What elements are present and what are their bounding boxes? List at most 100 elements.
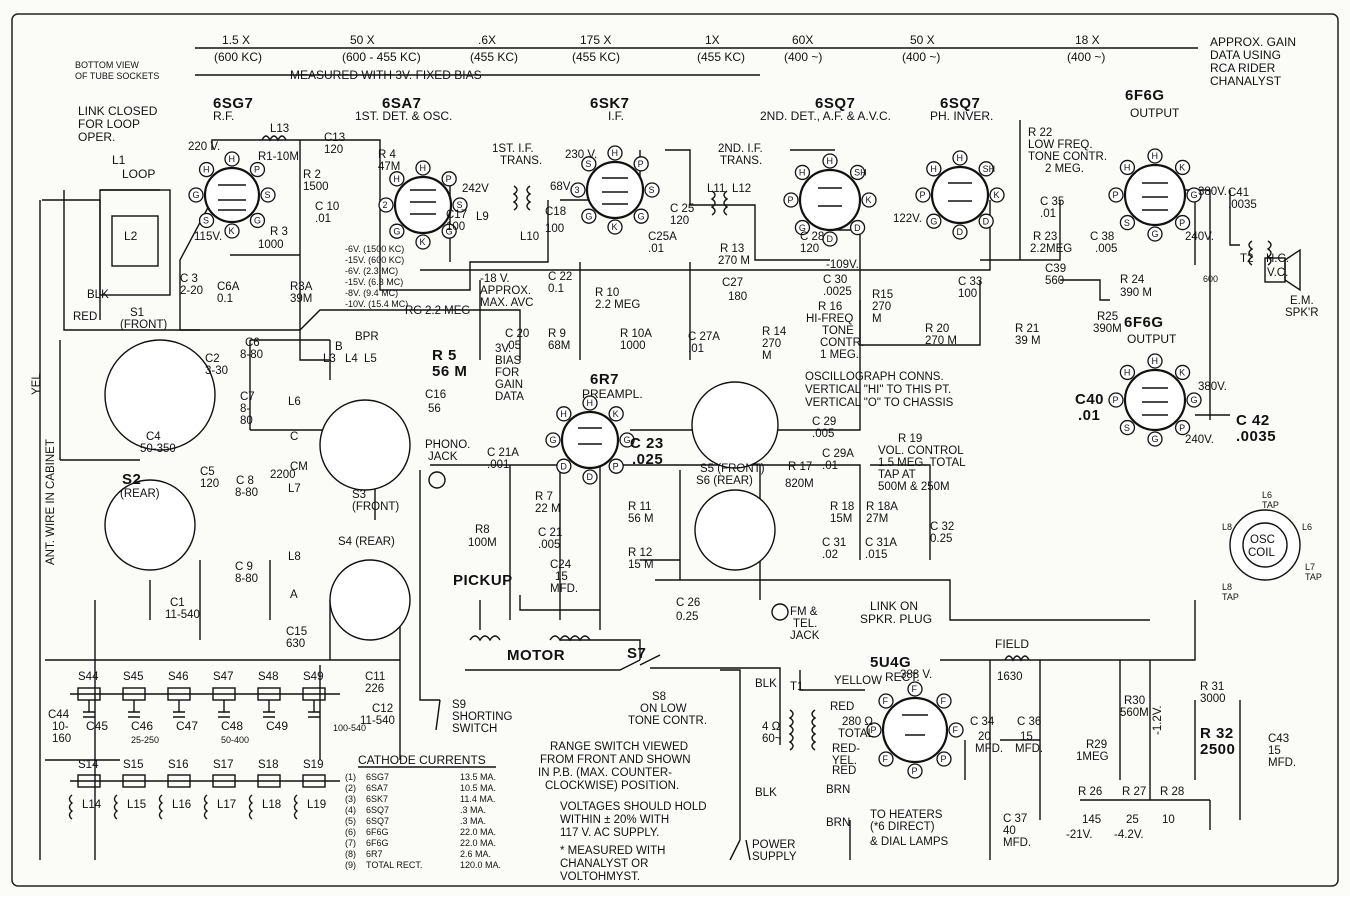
tube-pin (794, 164, 811, 181)
v240a-label: 240V. (1185, 231, 1214, 243)
r19-3: TAP AT (878, 469, 916, 481)
tube-pin (926, 161, 942, 177)
tube-6sq7-det (798, 168, 862, 232)
s9-label: S9 (452, 699, 466, 711)
gain-value: 18 X (1075, 33, 1100, 47)
r7-label: R 7 (535, 491, 553, 503)
tube-pin (415, 234, 431, 250)
r7-value: 22 M (535, 503, 561, 515)
red-label: RED (73, 311, 97, 323)
tube-role-5u4g: RECT. (885, 670, 920, 684)
loop-inner (111, 215, 159, 267)
cathode-row-value: 22.0 MA. (460, 827, 496, 837)
r9-value: 68M (548, 340, 570, 352)
c30-label: C 30 (823, 274, 847, 286)
gain-value: 50 X (910, 33, 935, 47)
c29a-label: C 29A (822, 448, 854, 460)
tube-pin (570, 182, 586, 198)
c6a-label: C6A (217, 281, 240, 293)
r29-label: R29 (1086, 739, 1107, 751)
tube-pin-label: P (1179, 423, 1185, 433)
tube-role-6f6g-1: OUTPUT (1130, 106, 1180, 120)
tube-pin-label: K (613, 409, 619, 419)
tube-pin (1174, 419, 1191, 436)
phono-jack (428, 471, 446, 489)
c44-value-2: 160 (52, 733, 71, 745)
c15-label: C15 (286, 626, 307, 638)
coil-label: L14 (82, 799, 102, 811)
tube-pin-label: G (550, 435, 557, 445)
c26-value: 0.25 (676, 611, 698, 623)
tube-title-6f6g-1: 6F6G (1125, 87, 1165, 104)
c31a-label: C 31A (865, 537, 897, 549)
c34-label: C 34 (970, 716, 995, 728)
tube-pin-label: K (612, 222, 618, 232)
cathode-row-index: (2) (345, 783, 356, 793)
c20-label: C 20 (505, 328, 529, 340)
c2-value: 3-30 (205, 365, 228, 377)
tube-pin (794, 219, 811, 236)
avc-3: MAX. AVC (480, 297, 533, 309)
trimmer-capacitor (263, 711, 275, 718)
heaters-1: TO HEATERS (870, 809, 943, 821)
capacitor-label: C45 (86, 719, 108, 733)
c6a-value: 0.1 (217, 293, 233, 305)
loop-box (99, 189, 171, 296)
v380a-label: 380V. (1198, 186, 1227, 198)
tube-pin-label: P (788, 195, 794, 205)
coil-label: L17 (217, 799, 236, 811)
osc-coil-1: OSC (1250, 534, 1275, 546)
capacitor-value: 25-250 (131, 735, 159, 745)
cathode-row-value: 11.4 MA. (460, 794, 495, 804)
tube-pin-label: S (585, 159, 591, 169)
tube-title-6f6g-2: 6F6G (1124, 314, 1164, 331)
s3-label: S3 (352, 489, 366, 501)
r18-label: R 18 (830, 501, 854, 513)
tube-title-6sq7-det: 6SQ7 (815, 95, 855, 112)
tube-pin-label: P (920, 190, 926, 200)
r31-label: R 31 (1200, 681, 1224, 693)
c28-label: C 28 (800, 231, 824, 243)
c29-label: C 29 (812, 416, 836, 428)
tube-pin (849, 164, 866, 181)
brn2-label: BRN (826, 817, 850, 829)
c21a-label: C 21A (487, 447, 519, 459)
c34-value: 20 (978, 731, 991, 743)
tube-pin-label: P (1113, 190, 1119, 200)
tube-pin (948, 722, 964, 738)
gain-value: 1.5 X (222, 33, 250, 47)
l6-label: L6 (288, 396, 301, 408)
c6-label: C6 (245, 337, 260, 349)
r27-volts: -4.2V. (1114, 829, 1144, 841)
link-on-1: LINK ON (870, 599, 918, 613)
osc-coil-2: COIL (1248, 547, 1275, 559)
bias-voltage-item: -6V. (2.3 MC) (345, 266, 398, 276)
c42-label: C 42 (1236, 412, 1270, 429)
tube-pin-label: H (229, 154, 236, 164)
r10-value: 2.2 MEG (595, 299, 640, 311)
loop-l1: L1 (112, 153, 126, 167)
power-2: SUPPLY (752, 851, 797, 863)
r1-label: R1-10M (258, 151, 299, 163)
c36-label: C 36 (1017, 716, 1041, 728)
c32-value: 0.25 (930, 533, 952, 545)
c3-label: C 3 (180, 273, 198, 285)
cathode-row-index: (1) (345, 772, 356, 782)
tube-pin-label: H (799, 168, 806, 178)
r10a-value: 1000 (620, 340, 646, 352)
a-label: A (290, 589, 298, 601)
tube-6sk7 (585, 160, 645, 220)
approx-gain-2: DATA USING (1210, 48, 1281, 62)
bias-voltage-item: -15V. (600 KC) (345, 255, 404, 265)
note-volt-2: WITHIN ± 20% WITH (560, 814, 669, 826)
tube-pin-label: P (254, 165, 260, 175)
r16-1: HI-FREQ (806, 313, 853, 325)
blk-label: BLK (87, 289, 109, 301)
tube-pin (608, 458, 624, 474)
c35-value: .01 (1040, 208, 1056, 220)
fm-tel-jack (771, 603, 789, 621)
switch-bank-top: S44C45S45C4625-250S46C47S47C4850-400S48C… (70, 671, 366, 745)
v388-label: 388 V. (900, 669, 932, 681)
tube-pin (644, 182, 660, 198)
